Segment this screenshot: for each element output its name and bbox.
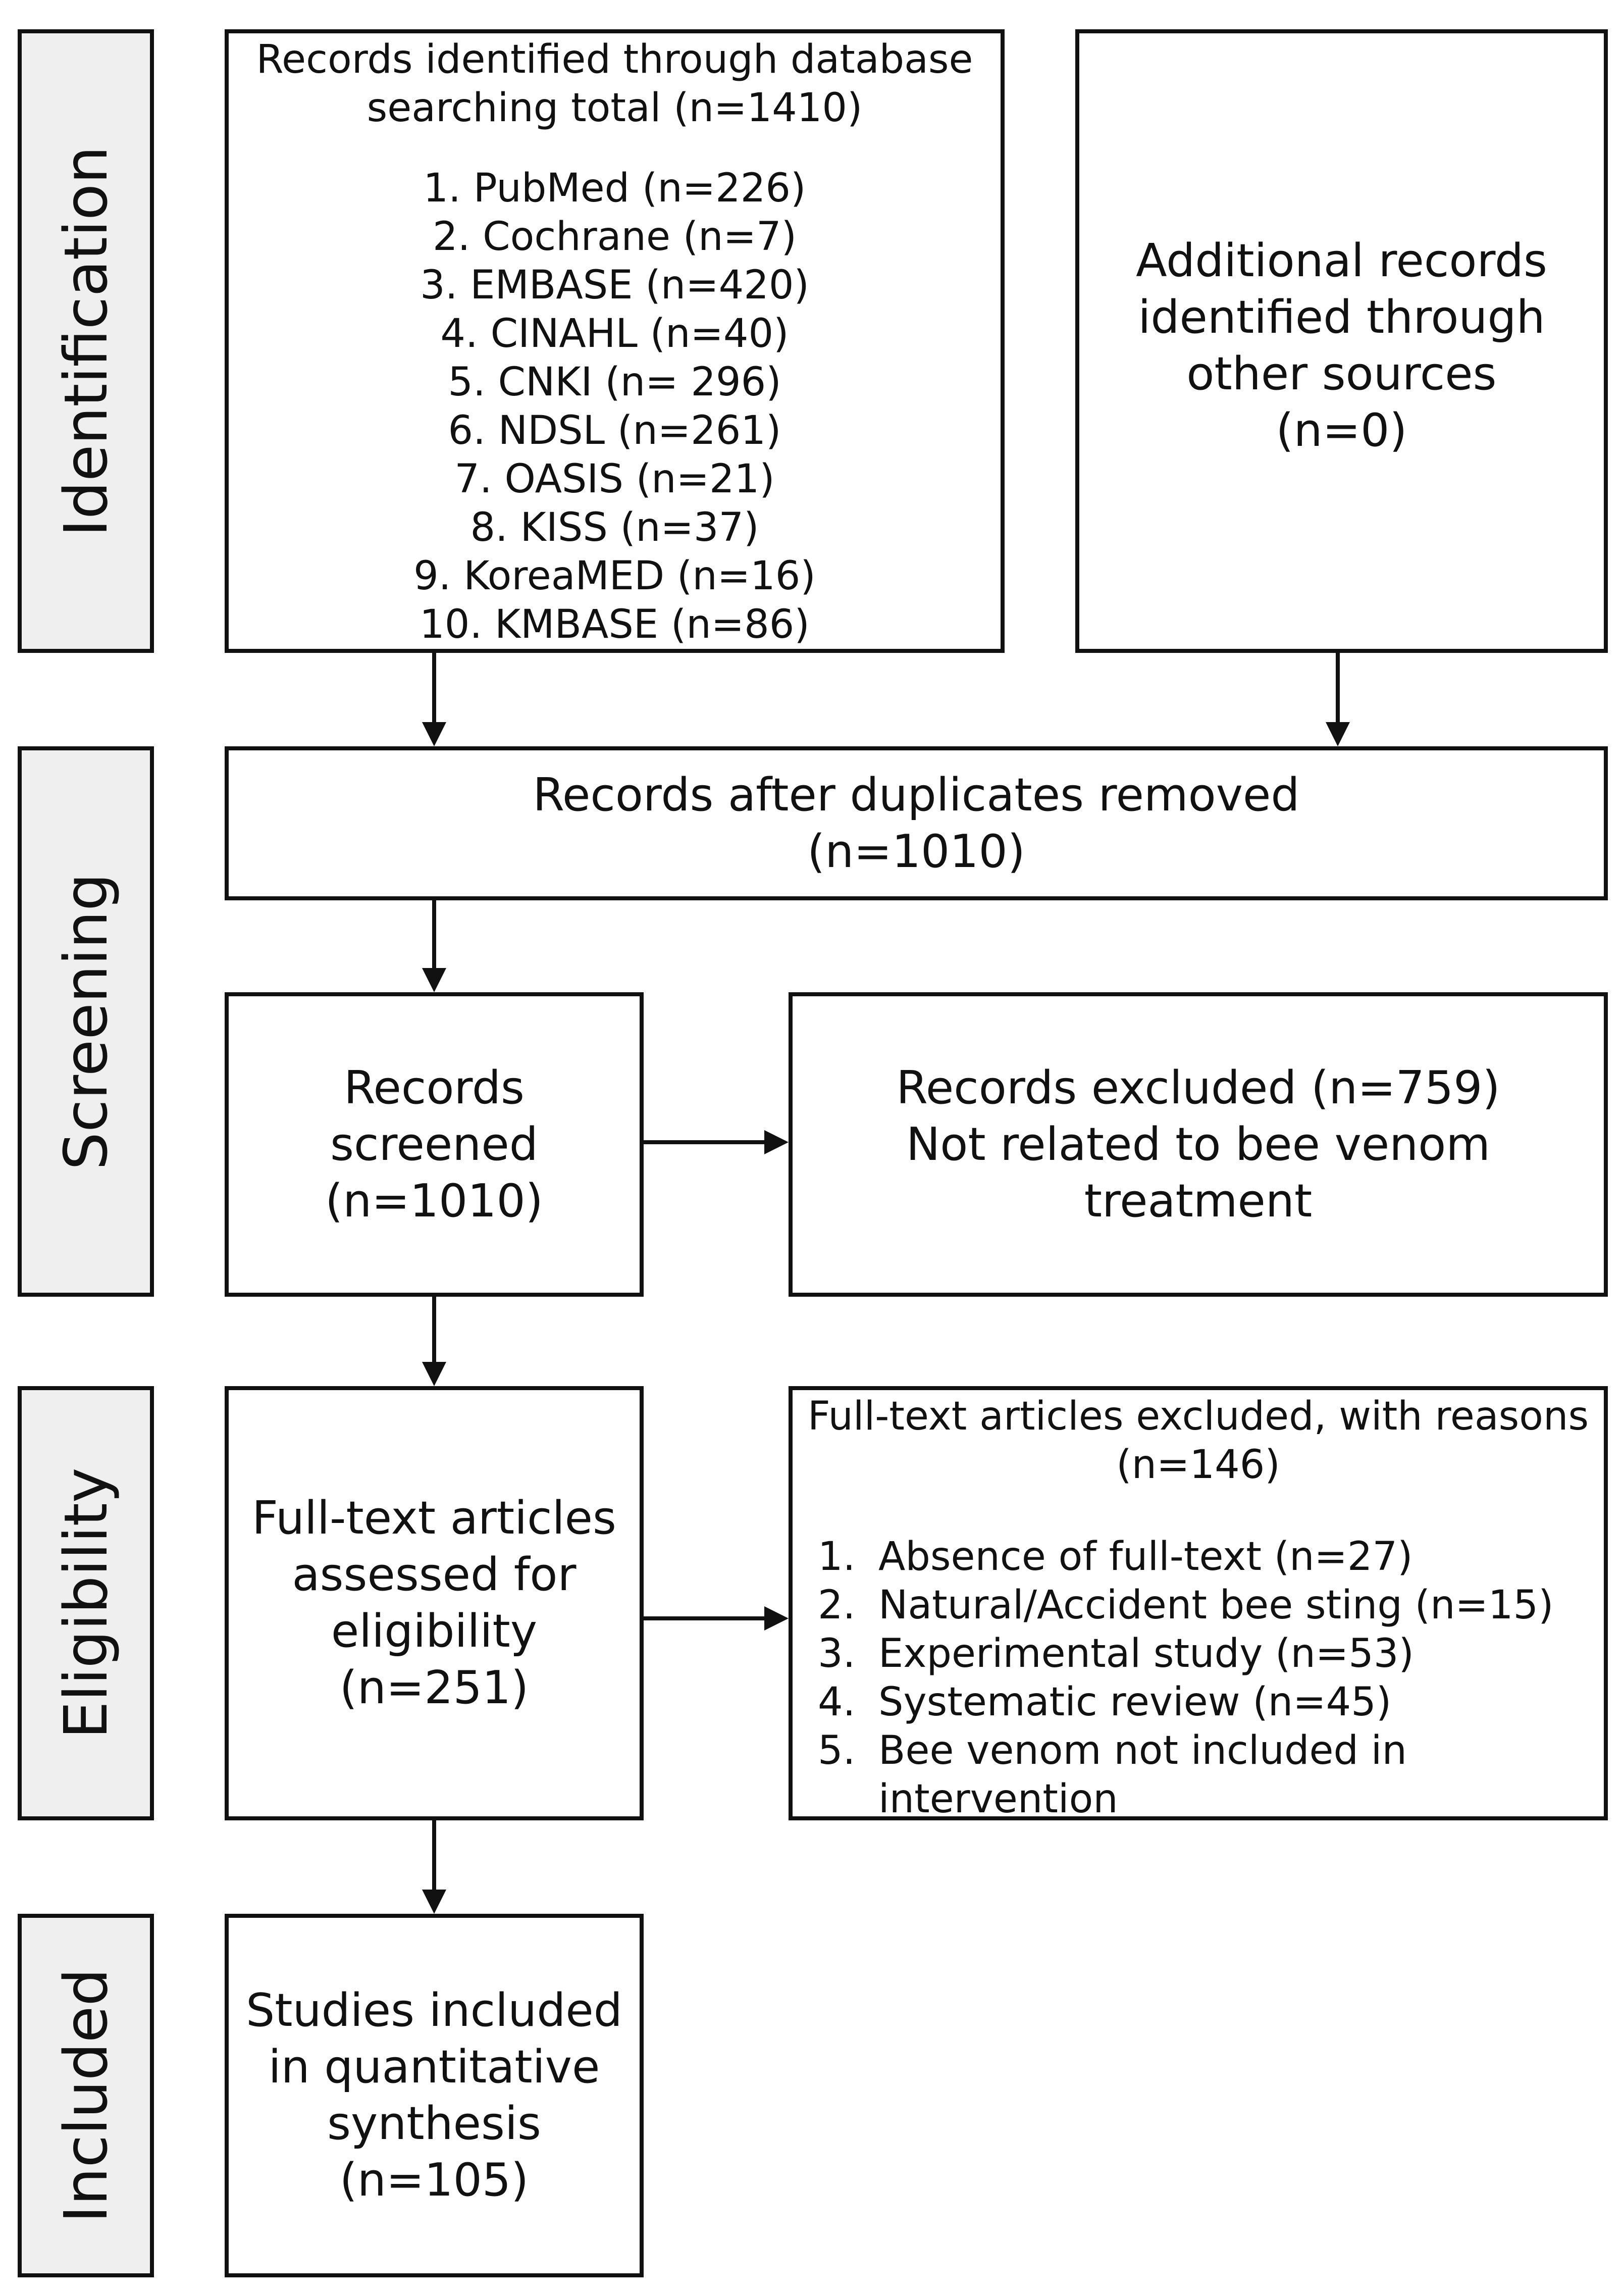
database-source-item: 6. NDSL (n=261) xyxy=(448,408,781,453)
database-search-title-line: searching total (n=1410) xyxy=(366,85,863,131)
exclusion-reason-number: 5. xyxy=(818,1728,856,1773)
database-source-item: 10. KMBASE (n=86) xyxy=(420,602,810,647)
other-sources-line: (n=0) xyxy=(1276,404,1407,457)
database-source-item: 7. OASIS (n=21) xyxy=(454,456,775,502)
duplicates-removed-box: Records after duplicates removed (n=1010… xyxy=(225,746,1608,900)
exclusion-reason-number: 4. xyxy=(818,1679,856,1725)
exclusion-reason-number: 1. xyxy=(818,1534,856,1580)
duplicates-removed-line: (n=1010) xyxy=(807,825,1025,878)
exclusion-reason-number: 2. xyxy=(818,1583,856,1628)
phase-identification: Identification xyxy=(18,29,154,653)
included-studies-box: Studies included in quantitative synthes… xyxy=(225,1914,644,2277)
phase-screening: Screening xyxy=(18,746,154,1297)
other-sources-box: Additional records identified through ot… xyxy=(1075,29,1608,653)
records-screened-line: Records xyxy=(344,1061,525,1114)
records-excluded-line: treatment xyxy=(1084,1174,1313,1228)
exclusion-reason-text: Natural/Accident bee sting (n=15) xyxy=(878,1583,1554,1628)
phase-included: Included xyxy=(18,1914,154,2277)
exclusion-reason: 4. Systematic review (n=45) xyxy=(818,1678,1554,1726)
fulltext-excluded-title-line: (n=146) xyxy=(1116,1442,1280,1488)
exclusion-reason-text: Systematic review (n=45) xyxy=(878,1679,1392,1725)
records-excluded-line: Records excluded (n=759) xyxy=(896,1061,1500,1114)
database-source-item: 3. EMBASE (n=420) xyxy=(420,263,809,308)
exclusion-reason-text: Bee venom not included in xyxy=(878,1728,1407,1773)
fulltext-excluded-title-line: Full-text articles excluded, with reason… xyxy=(807,1394,1589,1439)
records-screened-line: (n=1010) xyxy=(325,1174,543,1228)
records-excluded-box: Records excluded (n=759) Not related to … xyxy=(789,992,1608,1297)
database-source-item: 8. KISS (n=37) xyxy=(470,505,759,550)
database-search-title-line: Records identified through database xyxy=(256,37,973,82)
exclusion-reason: 5. Bee venom not included in interventio… xyxy=(818,1726,1554,1823)
exclusion-reason-text: Absence of full-text (n=27) xyxy=(878,1534,1413,1580)
included-studies-line: in quantitative xyxy=(268,2041,600,2094)
duplicates-removed-line: Records after duplicates removed xyxy=(533,768,1300,822)
exclusion-reasons-list: 1. Absence of full-text (n=27) 2. Natura… xyxy=(818,1533,1554,1823)
included-studies-line: Studies included xyxy=(246,1984,622,2037)
database-source-item: 4. CINAHL (n=40) xyxy=(440,311,789,356)
records-screened-box: Records screened (n=1010) xyxy=(225,992,644,1297)
records-excluded-line: Not related to bee venom xyxy=(906,1117,1491,1171)
database-source-list: 1. PubMed (n=226) 2. Cochrane (n=7) 3. E… xyxy=(413,164,816,649)
fulltext-assessed-box: Full-text articles assessed for eligibil… xyxy=(225,1386,644,1820)
included-studies-line: synthesis xyxy=(327,2097,541,2150)
other-sources-line: other sources xyxy=(1186,347,1497,400)
database-source-item: 1. PubMed (n=226) xyxy=(423,166,806,211)
exclusion-reason: 2. Natural/Accident bee sting (n=15) xyxy=(818,1581,1554,1629)
phase-eligibility: Eligibility xyxy=(18,1386,154,1820)
database-source-item: 5. CNKI (n= 296) xyxy=(448,360,781,405)
exclusion-reason: 1. Absence of full-text (n=27) xyxy=(818,1533,1554,1581)
database-source-item: 2. Cochrane (n=7) xyxy=(432,214,797,260)
fulltext-excluded-box: Full-text articles excluded, with reason… xyxy=(789,1386,1608,1823)
fulltext-assessed-line: Full-text articles xyxy=(252,1492,616,1545)
records-screened-line: screened xyxy=(330,1117,538,1171)
fulltext-assessed-line: (n=251) xyxy=(339,1661,529,1714)
other-sources-line: Additional records xyxy=(1136,234,1547,287)
database-search-box: Records identified through database sear… xyxy=(225,29,1005,653)
exclusion-reason: 3. Experimental study (n=53) xyxy=(818,1629,1554,1678)
exclusion-reason-text: Experimental study (n=53) xyxy=(878,1631,1414,1676)
other-sources-line: identified through xyxy=(1138,291,1545,344)
fulltext-assessed-line: eligibility xyxy=(331,1605,538,1658)
database-source-item: 9. KoreaMED (n=16) xyxy=(413,553,816,599)
fulltext-assessed-line: assessed for xyxy=(292,1548,577,1601)
exclusion-reason-number: 3. xyxy=(818,1631,856,1676)
exclusion-reason-text: intervention xyxy=(878,1776,1118,1822)
included-studies-line: (n=105) xyxy=(339,2154,529,2207)
